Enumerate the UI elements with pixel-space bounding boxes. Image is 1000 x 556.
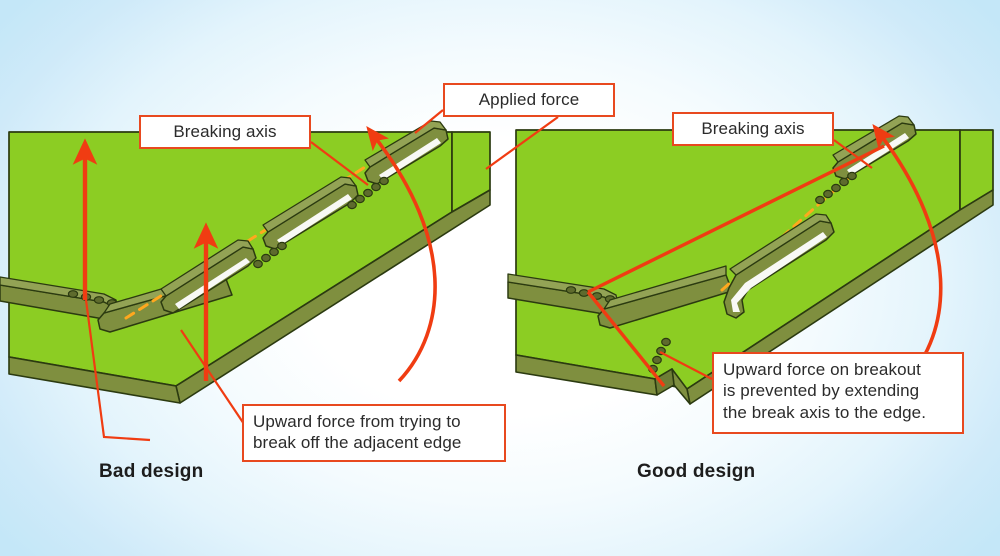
callout-leader-bad-2 [180,329,245,425]
bad-design-label: Bad design [99,461,204,482]
good-design-label: Good design [637,461,756,482]
upward-force-arrows-bad [72,138,219,381]
applied-force-callout[interactable]: Applied force [443,83,615,117]
good-design-board [507,115,994,405]
diagonal-rail-lower-good [597,265,733,329]
upward-force-callout-left[interactable]: Upward force from trying to break off th… [242,404,506,462]
callout-leaders-good [659,139,873,380]
break-axis-slots-bad [160,120,449,314]
break-axis-extended-line-good [586,144,885,388]
left-routed-slot-bad [0,276,121,323]
mouse-bite-holes-to-edge-good [648,337,671,374]
breaking-axis-callout-right[interactable]: Breaking axis [672,112,834,146]
breaking-axis-callout-left[interactable]: Breaking axis [139,115,311,149]
applied-force-arc-bad [366,126,437,383]
applied-force-leader-right [485,116,559,170]
mouse-bite-holes-diagonal-bad [253,176,389,269]
applied-force-leader-left [414,109,444,134]
upward-force-callout-right[interactable]: Upward force on breakout is prevented by… [712,352,964,434]
callout-leaders-bad [84,141,369,442]
bad-design-board [0,120,491,442]
mouse-bite-holes-diagonal-good [815,171,857,205]
